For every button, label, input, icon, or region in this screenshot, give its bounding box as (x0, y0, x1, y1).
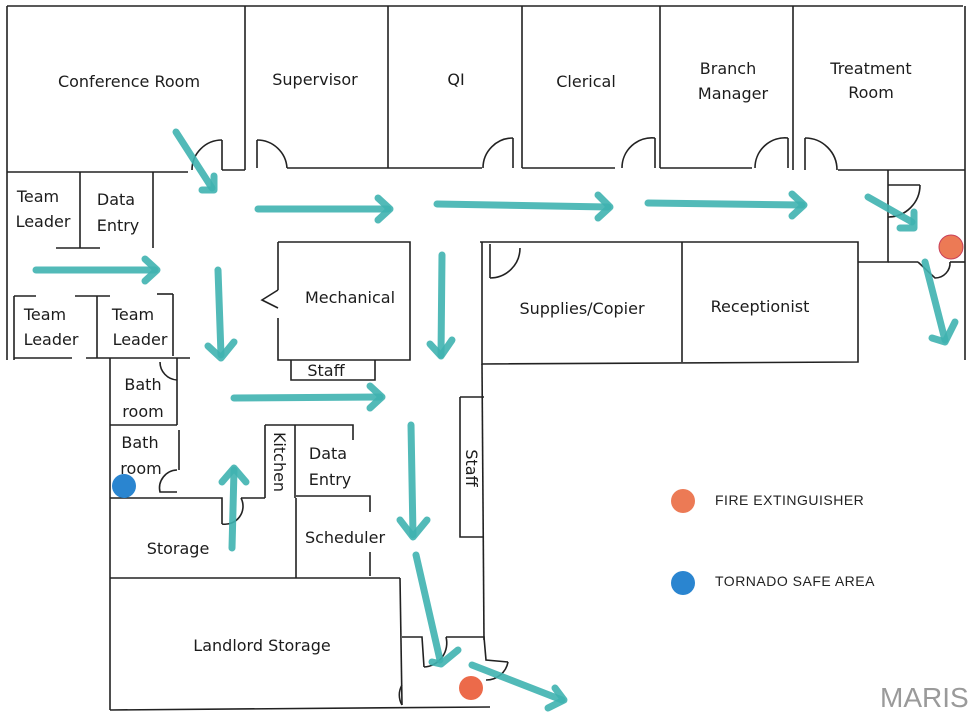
walls (6, 5, 966, 711)
evacuation-arrow (32, 255, 161, 285)
room-storage: Storage (147, 539, 210, 558)
room-team-leader: Team (16, 187, 59, 206)
room-supervisor: Supervisor (272, 70, 358, 89)
legend-label: FIRE EXTINGUISHER (715, 492, 864, 508)
tornado-safe-area-icon (671, 571, 695, 595)
evacuation-arrow (433, 191, 614, 222)
room-landlord-storage: Landlord Storage (193, 636, 330, 655)
room-supplies-copier: Supplies/Copier (519, 299, 644, 318)
room-bathroom: room (120, 459, 161, 478)
legend-item-tornado-safe-area: TORNADO SAFE AREA (671, 571, 875, 595)
room-treatment-room: Treatment (829, 59, 911, 78)
room-scheduler: Scheduler (305, 528, 386, 547)
room-team-leader: Leader (24, 330, 79, 349)
room-staff: Staff (307, 361, 345, 380)
room-data-entry: Entry (309, 470, 352, 489)
room-bathroom: Bath (121, 433, 158, 452)
legend-item-fire-extinguisher: FIRE EXTINGUISHER (671, 489, 864, 513)
room-qi: QI (447, 70, 464, 89)
room-branch-manager: Manager (698, 84, 769, 103)
doors (158, 137, 951, 706)
markers (112, 234, 964, 700)
room-treatment-room: Room (848, 83, 894, 102)
evacuation-arrow (412, 551, 462, 668)
evacuation-routes (32, 128, 959, 712)
room-clerical: Clerical (556, 72, 616, 91)
room-branch-manager: Branch (700, 59, 756, 78)
room-receptionist: Receptionist (711, 297, 810, 316)
tornado-safe-area-marker (112, 474, 136, 498)
evacuation-arrow (468, 661, 568, 712)
evacuation-arrow (218, 464, 250, 552)
evacuation-arrow (230, 382, 386, 412)
room-data-entry: Entry (97, 216, 140, 235)
legend: FIRE EXTINGUISHER TORNADO SAFE AREA (671, 489, 875, 595)
fire-extinguisher-marker (459, 676, 483, 700)
room-team-leader: Leader (16, 212, 71, 231)
room-bathroom: room (122, 402, 163, 421)
room-team-leader: Team (111, 305, 154, 324)
room-team-leader: Team (23, 305, 66, 324)
fire-extinguisher-icon (671, 489, 695, 513)
room-staff: Staff (462, 449, 481, 487)
evacuation-arrow (644, 190, 808, 220)
room-bathroom: Bath (124, 375, 161, 394)
evacuation-arrow (921, 258, 959, 346)
evacuation-arrow (204, 266, 238, 362)
evacuation-arrow (254, 194, 394, 224)
watermark: MARIS (880, 682, 969, 713)
evacuation-arrow (864, 193, 918, 232)
evacuation-arrow (396, 421, 431, 541)
evacuation-arrow (172, 128, 218, 194)
room-mechanical: Mechanical (305, 288, 395, 307)
fire-extinguisher-marker (938, 234, 964, 260)
legend-label: TORNADO SAFE AREA (715, 573, 875, 589)
room-kitchen: Kitchen (270, 432, 289, 492)
evacuation-arrow (426, 251, 456, 360)
room-team-leader: Leader (113, 330, 168, 349)
room-labels: Conference Room Supervisor QI Clerical B… (16, 59, 912, 655)
room-data-entry: Data (97, 190, 135, 209)
room-data-entry: Data (309, 444, 347, 463)
room-conference-room: Conference Room (58, 72, 200, 91)
